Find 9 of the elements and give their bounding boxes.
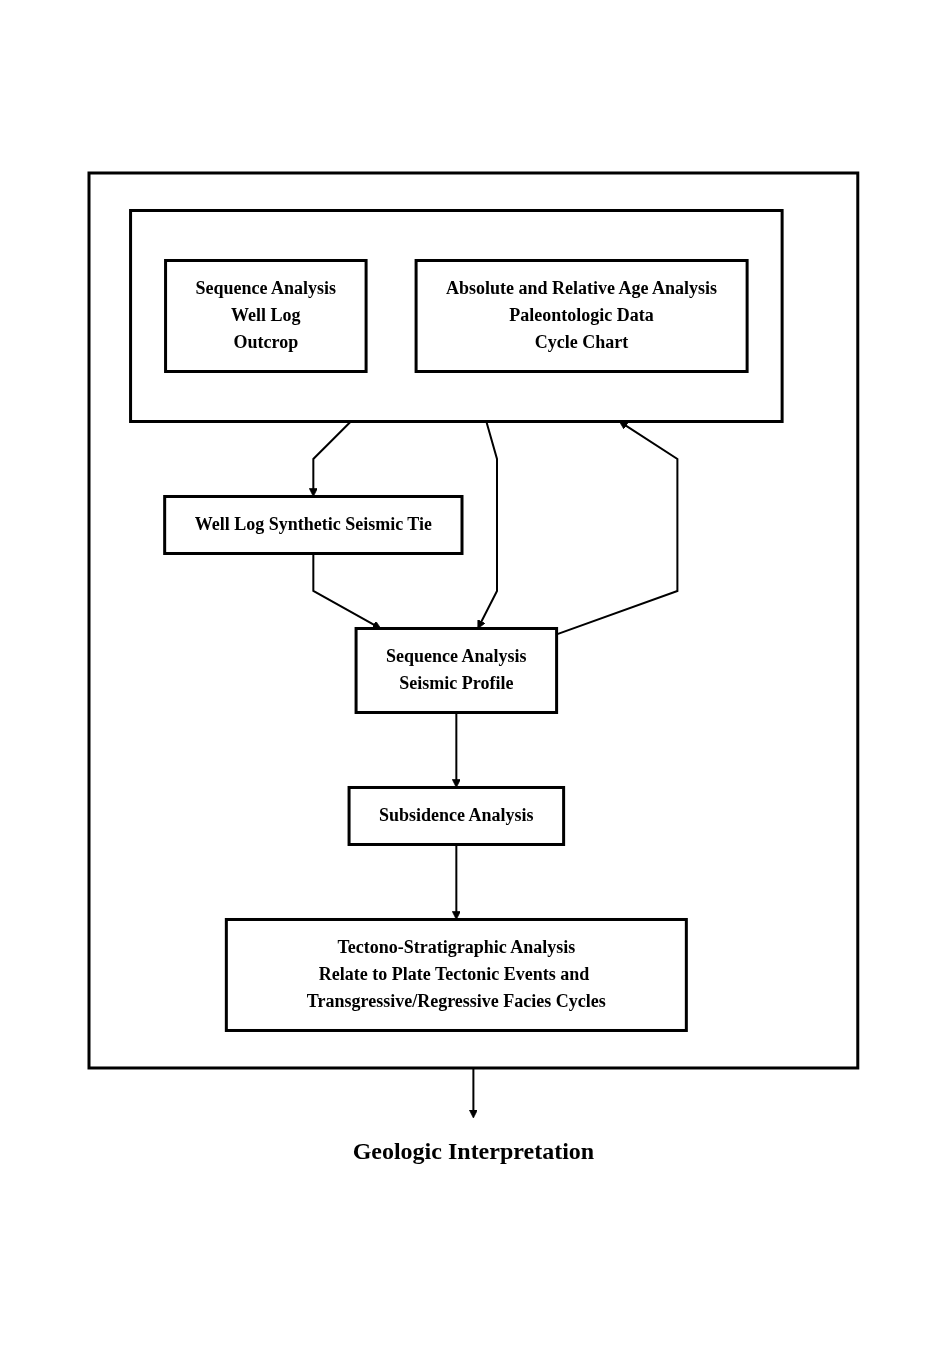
node-box: Sequence Analysis Seismic Profile xyxy=(354,626,559,714)
cluster xyxy=(129,208,784,423)
node-box: Tectono-Stratigraphic Analysis Relate to Plate Tectonic Events and Transgressive/Regressive Facies Cycles xyxy=(224,917,688,1032)
node-box: Well Log Synthetic Seismic Tie xyxy=(163,494,464,555)
node-text: Geologic Interpretation xyxy=(352,1137,595,1164)
node-box: Sequence Analysis Well Log Outcrop xyxy=(164,258,368,373)
node-box: Subsidence Analysis xyxy=(347,785,566,846)
node-box: Absolute and Relative Age Analysis Paleontologic Data Cycle Chart xyxy=(414,258,749,373)
cluster xyxy=(87,171,860,1069)
